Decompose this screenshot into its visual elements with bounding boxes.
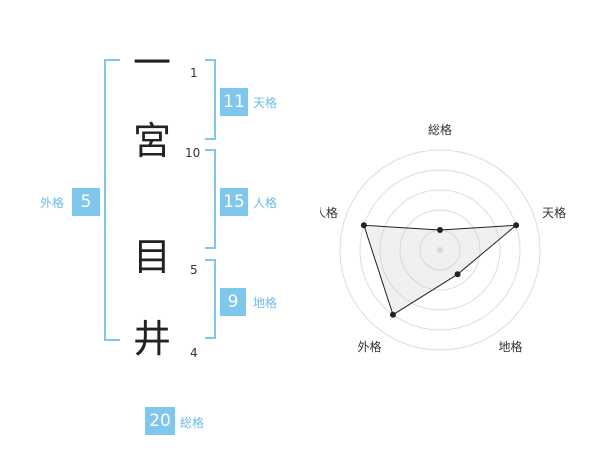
radar-ring-4 bbox=[359, 169, 521, 331]
tenkaku-bracket bbox=[205, 59, 216, 140]
gaikaku-value: 5 bbox=[72, 188, 100, 216]
jinkaku-value: 15 bbox=[220, 188, 248, 216]
stroke-count-2: 10 bbox=[185, 146, 201, 160]
gaikaku-bracket bbox=[104, 59, 120, 341]
radar-center-dot bbox=[437, 247, 443, 253]
jinkaku-label: 人格 bbox=[253, 196, 278, 210]
name-char-1: 一 bbox=[132, 41, 171, 85]
gaikaku-label: 外格 bbox=[40, 196, 65, 210]
soukaku-label: 総格 bbox=[180, 416, 205, 430]
radar-point-tenkaku bbox=[513, 222, 520, 229]
soukaku-value: 20 bbox=[145, 407, 175, 435]
stroke-count-4: 4 bbox=[190, 346, 198, 360]
radar-point-soukaku bbox=[437, 227, 443, 233]
radar-axis-label-jinkaku: 人格 bbox=[320, 205, 338, 220]
name-char-4: 井 bbox=[132, 317, 171, 361]
tenkaku-value: 11 bbox=[220, 88, 248, 116]
radar-point-gaikaku bbox=[390, 311, 396, 318]
chikaku-label: 地格 bbox=[253, 296, 278, 310]
name-char-3: 目 bbox=[132, 235, 171, 279]
radar-point-jinkaku bbox=[360, 222, 367, 229]
radar-axis-label-tenkaku: 天格 bbox=[542, 205, 566, 220]
radar-rings bbox=[339, 149, 541, 351]
radar-axis-label-soukaku: 総格 bbox=[428, 122, 452, 137]
radar-ring-2 bbox=[399, 209, 481, 291]
chikaku-bracket bbox=[205, 259, 216, 339]
stroke-count-1: 1 bbox=[190, 66, 198, 80]
radar-ring-5 bbox=[339, 149, 541, 351]
tenkaku-label: 天格 bbox=[253, 96, 278, 110]
radar-axis-label-chikaku: 地格 bbox=[498, 339, 522, 354]
stroke-count-3: 5 bbox=[190, 263, 198, 277]
radar-axis-label-gaikaku: 外格 bbox=[357, 339, 381, 354]
chikaku-value: 9 bbox=[220, 288, 246, 316]
radar-point-chikaku bbox=[454, 271, 461, 278]
radar-ring-3 bbox=[379, 189, 501, 311]
radar-data-polygon bbox=[363, 224, 518, 316]
jinkaku-bracket bbox=[205, 149, 216, 249]
name-char-2: 宮 bbox=[132, 119, 171, 163]
